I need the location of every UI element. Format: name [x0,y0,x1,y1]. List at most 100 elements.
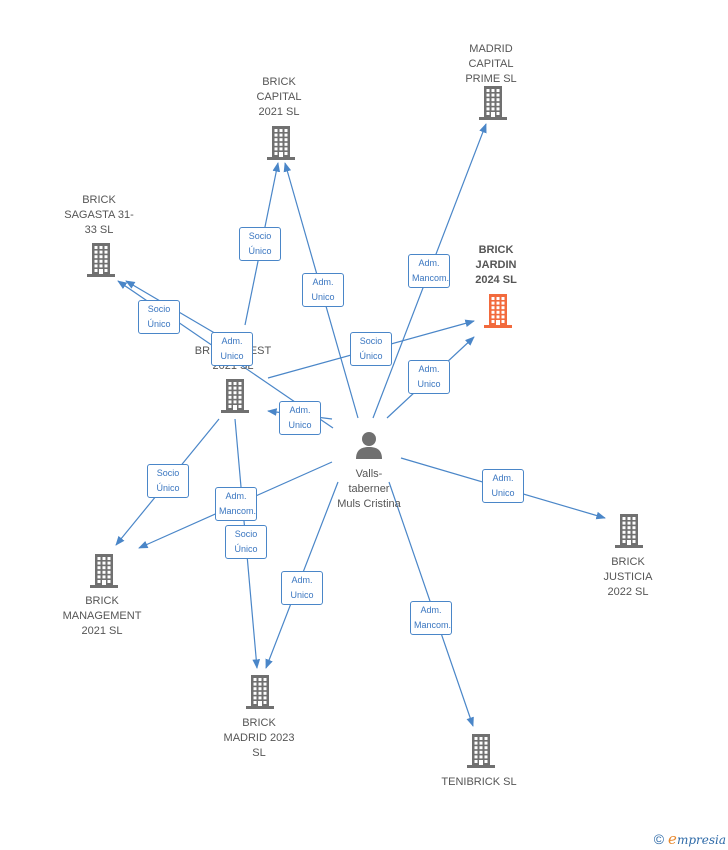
relation-label-line: Único [359,351,383,361]
company-label-madrid-capital-prime[interactable]: MADRID CAPITAL PRIME SL [436,42,546,87]
company-label-brick-management-2021[interactable]: BRICK MANAGEMENT 2021 SL [47,594,157,639]
relation-label-line: Mancom. [414,620,452,630]
company-label-line: JARDIN [475,259,517,271]
company-label-line: BRICK [611,556,645,568]
building-icon [87,243,115,277]
relation-label-rel-6[interactable]: Adm. Unico [482,469,524,503]
edges-layer [115,123,606,727]
relation-label-line: Adm. [289,405,311,415]
company-node-brick-management-2021[interactable] [88,553,120,594]
company-node-brick-sagasta[interactable] [85,242,117,283]
relation-label-line: Unico [311,292,335,302]
company-label-line: BRICK [82,194,116,206]
relation-label-line: Adm. [492,473,514,483]
brand-name: mpresia [676,833,726,847]
relation-label-line: Adm. [418,364,440,374]
relation-label-line: Socio [248,231,272,241]
company-label-line: BRICK [85,595,119,607]
relation-label-line: Adm. [312,277,334,287]
building-icon [90,554,118,588]
company-label-tenibrick[interactable]: TENIBRICK SL [424,775,534,790]
company-label-brick-sagasta[interactable]: BRICK SAGASTA 31- 33 SL [44,193,154,238]
relation-label-line: Adm. [420,605,442,615]
building-icon [221,379,249,413]
company-label-line: TENIBRICK SL [441,776,517,788]
person-node[interactable] [354,430,384,465]
company-label-line: SAGASTA 31- [64,209,134,221]
company-label-line: 2021 SL [258,106,300,118]
building-icon [484,294,512,328]
company-node-brick-justicia-2022[interactable] [613,513,645,554]
relation-label-line: Único [147,319,171,329]
relation-label-rel-2[interactable]: Adm. Unico [302,273,344,307]
relation-label-line: Unico [288,420,312,430]
company-label-line: MADRID 2023 [223,732,295,744]
company-label-line: JUSTICIA [603,571,653,583]
relation-label-line: Socio [234,529,258,539]
relation-label-line: Adm. [225,491,247,501]
company-label-line: MADRID [469,43,513,55]
company-label-line: CAPITAL [256,91,302,103]
relation-label-line: Único [248,246,272,256]
person-label-line: taberner [348,483,390,495]
relation-label-line: Adm. [418,258,440,268]
relation-label-line: Mancom. [219,506,257,516]
footer-brand: ©empresia [654,830,726,848]
relation-label-rel-8[interactable]: Adm. Unico [281,571,323,605]
company-node-brick-invest-2021[interactable] [219,378,251,419]
company-node-tenibrick[interactable] [465,733,497,774]
building-icon [246,675,274,709]
relation-label-rel-5[interactable]: Adm. Unico [279,401,321,435]
company-label-brick-jardin-2024[interactable]: BRICK JARDIN 2024 SL [441,243,551,288]
relation-label-line: Adm. [291,575,313,585]
relation-label-line: Socio [147,304,171,314]
relation-label-rel-12[interactable]: Adm. Unico [211,332,253,366]
company-label-line: 2022 SL [607,586,649,598]
relation-label-rel-1[interactable]: Adm. Mancom. [408,254,450,288]
company-label-line: BRICK [478,244,514,256]
relation-label-line: Socio [359,336,383,346]
relation-label-rel-9[interactable]: Adm. Mancom. [410,601,452,635]
relation-label-line: Socio [156,468,180,478]
company-label-line: PRIME SL [465,73,517,85]
relation-label-line: Unico [417,379,441,389]
company-node-brick-madrid-2023[interactable] [244,674,276,715]
relation-label-line: Único [156,483,180,493]
relation-label-line: Único [234,544,258,554]
building-icon [467,734,495,768]
company-label-brick-capital-2021[interactable]: BRICK CAPITAL 2021 SL [224,75,334,120]
person-label-line: Muls Cristina [337,498,401,510]
company-node-madrid-capital-prime[interactable] [477,85,509,126]
company-label-brick-justicia-2022[interactable]: BRICK JUSTICIA 2022 SL [573,555,683,600]
building-icon [615,514,643,548]
company-node-brick-capital-2021[interactable] [265,125,297,166]
person-label-line: Valls- [355,468,383,480]
relation-label-rel-7[interactable]: Adm. Mancom. [215,487,257,521]
person-icon [356,432,382,459]
relation-label-rel-4[interactable]: Adm. Unico [408,360,450,394]
brand-initial: e [668,830,677,848]
company-node-brick-jardin-2024[interactable] [482,293,514,334]
company-label-line: MANAGEMENT [62,610,142,622]
relation-label-line: Unico [220,351,244,361]
building-icon [479,86,507,120]
company-label-line: 2024 SL [475,274,517,286]
company-label-line: BRICK [242,717,276,729]
relation-label-line: Unico [290,590,314,600]
company-label-line: CAPITAL [468,58,514,70]
company-label-line: BRICK [262,76,296,88]
relation-label-line: Adm. [221,336,243,346]
relation-label-line: Mancom. [412,273,450,283]
company-label-line: 33 SL [84,224,114,236]
relation-label-line: Unico [491,488,515,498]
copyright-icon: © [653,831,665,847]
company-label-line: 2021 SL [81,625,123,637]
